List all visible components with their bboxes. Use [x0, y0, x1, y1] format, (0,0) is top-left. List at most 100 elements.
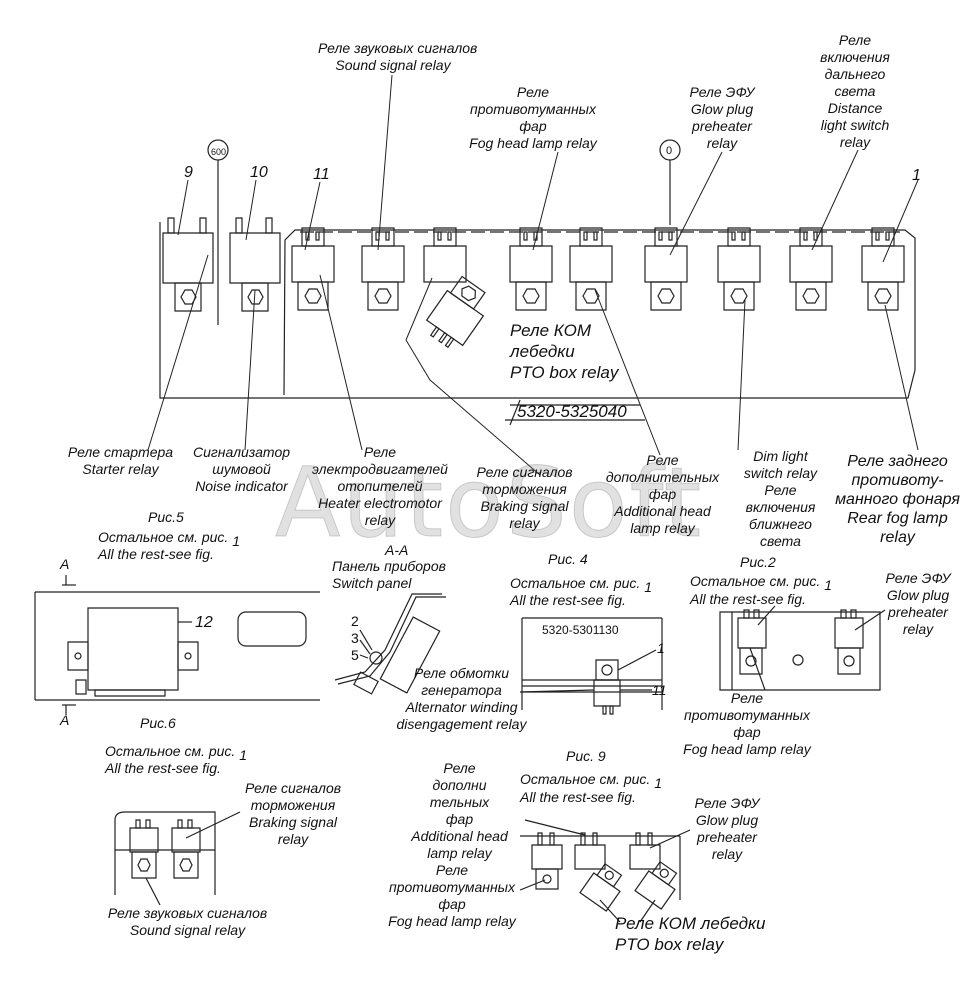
label-line: тельных [429, 794, 490, 810]
fig5-rest-ru: Остальное см. рис. 1 [98, 529, 240, 549]
label-line: switch relay [743, 465, 818, 481]
watermark: AutoSoft [274, 447, 704, 559]
fig2-rest-en: All the rest-see fig. [690, 591, 806, 607]
fig6-sound-label: Реле звуковых сигналов Sound signal rela… [95, 905, 280, 939]
label-dim-light-relay: Dim light switch relay Реле включения бл… [728, 448, 833, 550]
relay-row [292, 228, 904, 310]
callout-1: 1 [912, 167, 921, 184]
label-line: манного фонаря [835, 491, 960, 508]
label-fog-head-lamp-relay: Реле противотуманных фар Fog head lamp r… [458, 84, 608, 152]
fig9-rest-ru: Остальное см. рис. 1 [520, 771, 662, 791]
section-aa-title: А-А [385, 542, 409, 558]
fig4-alternator-label: Реле обмотки генератора Alternator windi… [384, 665, 539, 733]
label-line: включения [745, 499, 816, 515]
fig4-drawing [520, 618, 662, 714]
label-line: Реле КОМ лебедки [615, 914, 766, 933]
label-sound-signal-relay: Реле звуковых сигналов Sound signal rela… [318, 40, 477, 74]
main-part-number: 5320-5325040 [517, 402, 627, 421]
label-line: Braking signal [249, 814, 337, 830]
fig5-drawing [35, 575, 320, 715]
label-line: relay [277, 831, 309, 847]
fig4-callout-1: 1 [657, 640, 665, 656]
fig2-drawing [720, 606, 885, 690]
label-line: Реле [764, 482, 797, 498]
fig6-rest-ref: 1 [239, 747, 247, 763]
fig4-part: 5320-5301130 [542, 623, 619, 637]
label-line: Реле [435, 862, 469, 878]
label-line: Реле [838, 32, 872, 48]
fig2-rest-ref: 1 [824, 577, 832, 593]
label-line: relay [364, 512, 396, 528]
fig2-fog-label: Реле противотуманных фар Fog head lamp r… [672, 690, 822, 758]
label-line: Distance [827, 100, 883, 116]
fig4-callout-11: 11 [652, 682, 667, 698]
label-line: Fog head lamp relay [469, 135, 597, 151]
fig4-rest-ref: 1 [644, 579, 652, 595]
label-line: relay [711, 846, 743, 862]
label-line: disengagement relay [396, 716, 527, 732]
label-line: Braking signal [480, 498, 569, 514]
circle-0-label: 0 [666, 145, 673, 157]
label-line: света [760, 533, 801, 549]
label-line: Sound signal relay [129, 922, 246, 938]
label-line: дополни [432, 777, 487, 793]
callout-12: 12 [195, 614, 213, 631]
label-line: включения [820, 49, 890, 65]
fig9-drawing [520, 820, 690, 922]
label-line: света [834, 83, 876, 99]
fig9-additional-label: Реле дополни тельных фар Additional head… [402, 760, 517, 862]
label-pto-box-relay: Реле КОМ лебедки PTO box relay [510, 320, 618, 383]
label-line: лебедки [510, 342, 575, 361]
label-line: генератора [421, 682, 502, 698]
label-braking-signal-relay: Реле сигналов торможения Braking signal … [462, 464, 587, 532]
label-line: Dim light [753, 448, 808, 464]
callout-9: 9 [184, 164, 193, 181]
label-line: Glow plug [886, 587, 950, 603]
callout-10: 10 [250, 164, 268, 181]
fig4-title: Рис. 4 [548, 551, 588, 567]
label-line: Sound signal relay [335, 57, 451, 73]
label-line: Реле звуковых сигналов [107, 905, 268, 921]
label-line: Реле ЭФУ [689, 84, 755, 100]
label-distance-light-relay: Реле включения дальнего света Distance l… [805, 32, 905, 151]
label-line: противоту- [851, 472, 944, 489]
label-line: Switch panel [332, 575, 412, 591]
label-line: фар [519, 118, 547, 134]
label-line: Реле заднего [847, 453, 948, 470]
fig6-rest-ru-text: Остальное см. рис. [105, 743, 236, 759]
fig5-title: Рис.5 [148, 509, 184, 525]
section-aa-panel: Панель приборов Switch panel [332, 558, 446, 592]
label-line: дополнительных [605, 469, 720, 485]
section-aa-nums: 2 3 5 [351, 613, 359, 664]
label-line: Starter relay [82, 461, 159, 477]
fig5-section-a-top: А [60, 556, 70, 572]
label-line: PTO box relay [615, 935, 724, 954]
callout-5: 5 [351, 647, 359, 663]
label-line: электродвигателей [312, 461, 448, 477]
label-line: Реле стартера [67, 444, 174, 460]
label-line: противотуманных [684, 707, 810, 723]
label-line: preheater [697, 829, 757, 845]
label-line: Реле [646, 452, 679, 468]
label-glow-plug-relay: Реле ЭФУ Glow plug preheater relay [672, 84, 772, 152]
fig4-rest-ru: Остальное см. рис. 1 [510, 575, 652, 595]
fig2-glow-label: Реле ЭФУ Glow plug preheater relay [868, 570, 968, 638]
label-line: Реле [730, 690, 764, 706]
label-line: Heater electromotor [318, 495, 442, 511]
label-rear-fog-lamp-relay: Реле заднего противоту- манного фонаря R… [830, 452, 965, 547]
relay-9 [163, 218, 213, 311]
label-line: дальнего [824, 66, 886, 82]
label-line: Additional head [411, 828, 508, 844]
fig2-rest-ru: Остальное см. рис. 1 [690, 573, 832, 593]
fig5-rest-ru-text: Остальное см. рис. [98, 529, 229, 545]
label-line: Реле [516, 84, 550, 100]
fig6-title: Рис.6 [140, 715, 176, 731]
circle-600-label: 600 [211, 147, 227, 157]
label-line: Fog head lamp relay [683, 741, 811, 757]
fig4-rest-en: All the rest-see fig. [510, 592, 626, 608]
label-line: relay [880, 529, 915, 546]
pto-relay [421, 274, 495, 353]
label-line: light switch [820, 117, 890, 133]
